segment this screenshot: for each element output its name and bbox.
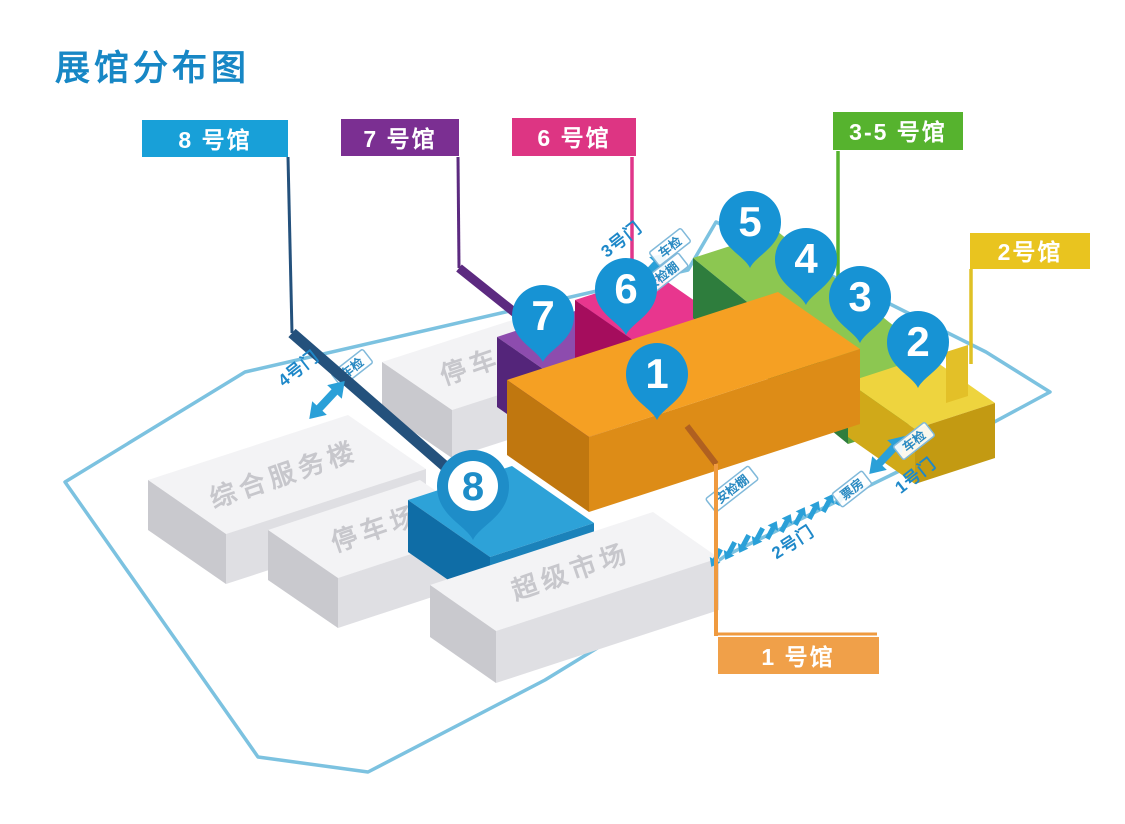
hall-2-roof [848, 356, 995, 429]
supermarket-front [496, 558, 719, 683]
pin-hall-2: 2 [887, 311, 949, 388]
pin-hall-6-number: 6 [614, 265, 637, 312]
pin-hall-2-number: 2 [906, 318, 929, 365]
hall-6-chip-bg [512, 118, 636, 156]
hall-2-front [848, 382, 915, 484]
pin-hall-4: 4 [775, 228, 837, 305]
hall-1-side [507, 380, 589, 512]
pin-hall-5: 5 [719, 191, 781, 268]
hall-2-end [915, 403, 995, 484]
page-title: 展馆分布图 [55, 49, 251, 88]
hall-7-chip-bg [341, 119, 459, 156]
supermarket-roof [430, 512, 719, 631]
hall-8-chip: 8 号馆 [142, 120, 288, 157]
gate3-label: 3号门 [597, 217, 646, 261]
pin-hall-4-number: 4 [794, 235, 818, 282]
hall-2-ramp [946, 345, 968, 403]
hall-3-5-chip-label: 3-5 号馆 [849, 119, 947, 145]
hall-2-chip-label: 2号馆 [998, 239, 1063, 265]
pin-hall-1: 1 [626, 343, 688, 420]
pin-hall-5-number: 5 [738, 198, 761, 245]
pin-hall-3: 3 [829, 266, 891, 343]
vehicle-check-box-gate1: 车检 [893, 422, 935, 460]
hall-3-5-roof [693, 231, 932, 384]
service-building-roof [148, 415, 426, 534]
hall-6-chip: 6 号馆 [512, 118, 636, 156]
pin-hall-1-number: 1 [645, 350, 668, 397]
hall-1-chip-label: 1 号馆 [761, 644, 834, 670]
pin-hall-6: 6 [595, 258, 657, 335]
hall-7-chip: 7 号馆 [341, 119, 459, 156]
hall-1-chip: 1 号馆 [718, 637, 879, 674]
hall-8-chip-label: 8 号馆 [178, 127, 251, 153]
gate4-label: 4号门 [274, 346, 323, 390]
hall-2-chip: 2号馆 [970, 233, 1090, 269]
security-tent-box-gate2-frame [705, 465, 759, 513]
hall1-leader-connector [684, 424, 719, 466]
pin-hall-8-number: 8 [462, 465, 484, 509]
hall-7-chip-label: 7 号馆 [363, 126, 436, 152]
hall-3-5-chip-bg [833, 112, 963, 150]
pin-hall-8-disc [448, 461, 498, 511]
pin-hall-3-number: 3 [848, 273, 871, 320]
parking-upper-side [382, 362, 452, 458]
hall-8-chip-bg [142, 120, 288, 157]
hall-6-chip-label: 6 号馆 [537, 125, 610, 151]
ticket-office-box-frame [831, 470, 873, 508]
service-building-side [148, 480, 226, 584]
vehicle-check-box-gate1-frame [893, 422, 935, 460]
hall7-leader-line [456, 156, 461, 269]
pin-hall-7-number: 7 [531, 292, 554, 339]
hall-1-front [589, 349, 860, 512]
supermarket: 超级市场 [430, 512, 719, 683]
hall-2-building [848, 345, 995, 484]
supermarket-side [430, 585, 496, 683]
ticket-office-box: 票房 [831, 470, 873, 508]
vehicle-check-box-gate3-frame [649, 228, 691, 266]
hall8-leader-ribbon [288, 328, 474, 493]
pin-hall-7: 7 [512, 285, 574, 362]
hall-1-chip-bg [718, 637, 879, 674]
pin-hall-8: 8 [437, 450, 509, 540]
parking-lower-side [268, 530, 338, 628]
security-tent-box-gate2: 安检棚 [705, 465, 759, 513]
hall-3-5-chip: 3-5 号馆 [833, 112, 963, 150]
hall8-leader-line [286, 156, 294, 334]
hall-2-chip-bg [970, 233, 1090, 269]
